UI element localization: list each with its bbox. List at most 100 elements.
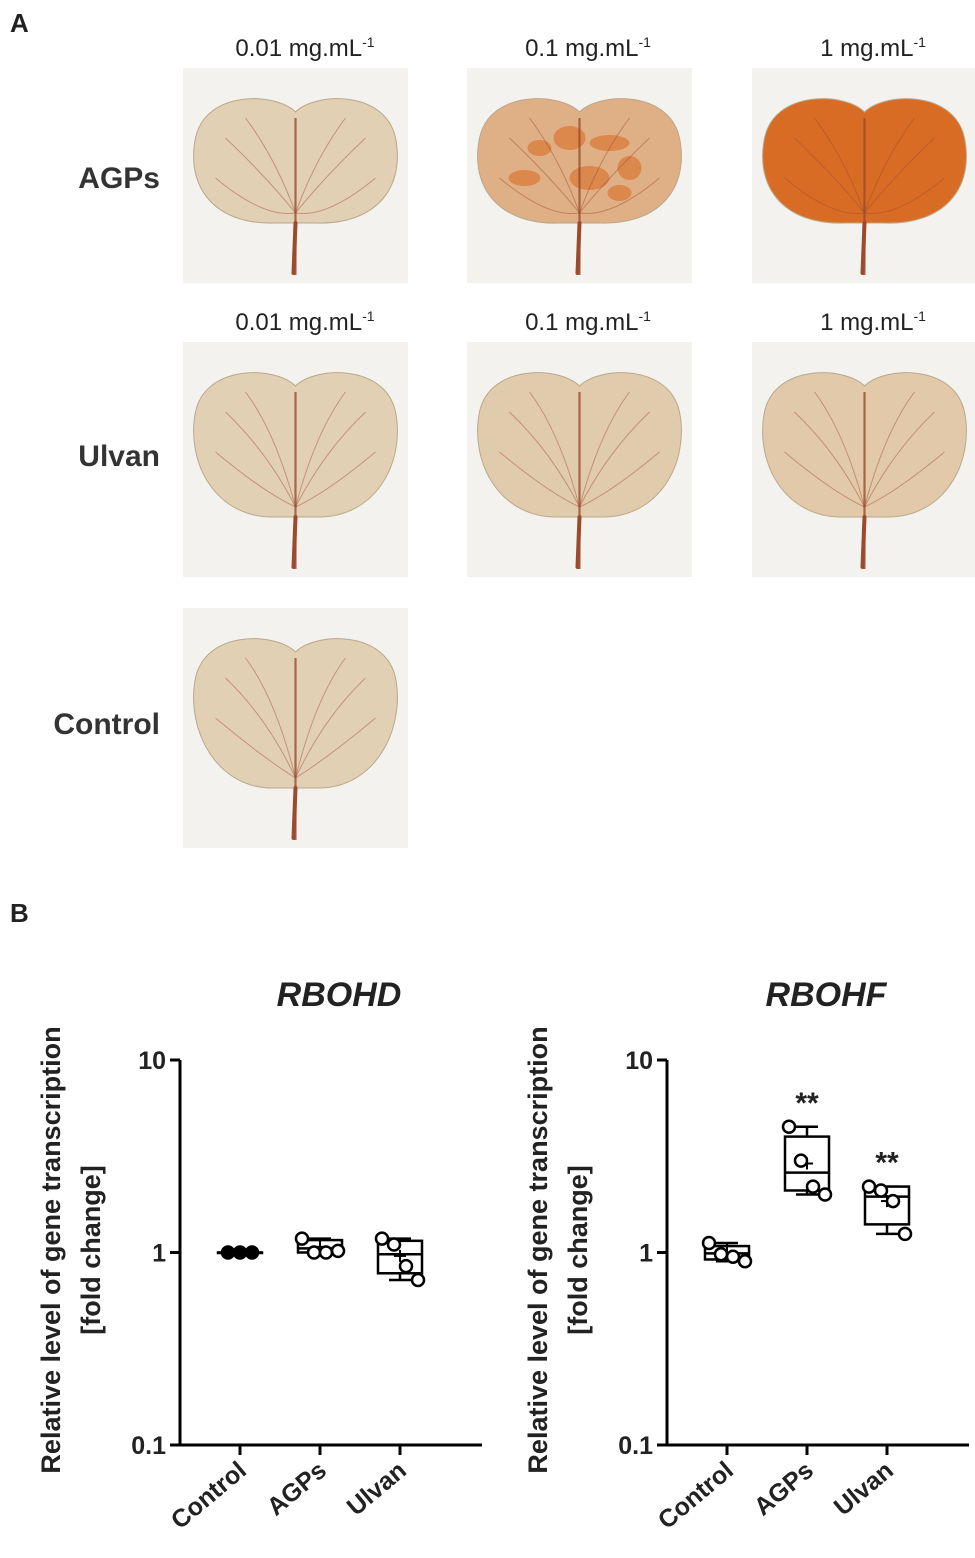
data-point [713,1246,729,1262]
data-point [701,1235,717,1251]
leaf-vein [794,411,865,508]
data-point [817,1187,833,1202]
leaf-petiole [291,786,298,840]
conc-header-ulvan-2: 0.1 mg.mL-1 [525,308,651,336]
data-point [897,1226,913,1242]
stain-spot [569,166,610,190]
leaf-vein [864,177,945,215]
leaf-vein [794,137,865,214]
data-point [885,1193,901,1209]
leaf-vein [225,411,296,508]
x-tick-label: AGPs [262,1456,332,1521]
stain-spot [527,140,552,156]
leaf-ulvan-0.01 [183,342,408,577]
stain-spot [607,185,632,201]
conc-header-agps-1: 0.01 mg.mL-1 [235,34,375,62]
leaf-vein [295,451,376,508]
leaf-vein [499,451,580,508]
leaf-vein [245,117,296,214]
leaf-vein [864,117,915,214]
leaf-vein [225,677,296,779]
chart-rbohf: RBOHF Relative level of gene transcriptio… [523,976,969,1535]
leaf-agps-0.1 [467,68,692,283]
leaf-vein [784,177,865,215]
y-axis-label: Relative level of gene transcription [36,1026,66,1473]
x-tick-label: Ulvan [342,1456,412,1521]
data-point [330,1243,346,1259]
leaf-vein [579,451,660,508]
y-tick-label: 0.1 [618,1432,653,1460]
stain-spot [617,156,642,180]
x-tick-label: Ulvan [829,1456,899,1521]
row-label-ulvan: Ulvan [78,440,160,473]
row-label-control: Control [53,708,160,741]
y-tick-label: 0.1 [131,1432,166,1460]
data-point [244,1245,260,1260]
leaf-vein [295,717,376,779]
leaf-vein [864,451,945,508]
leaf-vein [295,391,346,508]
data-point [398,1258,414,1274]
y-tick-label: 1 [152,1240,166,1268]
leaf-vein [529,391,580,508]
data-point [793,1153,809,1168]
leaf-vein [864,411,935,508]
stain-spot [589,135,630,151]
data-point [318,1245,334,1260]
data-point [805,1179,821,1194]
data-point [725,1249,741,1265]
chart-title: RBOHF [766,976,888,1014]
leaf-petiole [575,221,582,275]
leaf-vein [579,411,650,508]
conc-header-agps-3: 1 mg.mL-1 [820,34,926,62]
leaf-vein [245,657,296,779]
leaf-ulvan-1 [752,342,975,577]
x-tick-label: Control [166,1456,252,1535]
leaf-ulvan-0.1 [467,342,692,577]
leaf-vein [215,451,296,508]
leaf-vein [245,391,296,508]
leaf-vein [529,117,580,214]
leaf-vein [295,177,376,215]
leaf-vein [579,117,630,214]
leaf-vein [579,391,630,508]
leaf-vein [225,137,296,214]
significance-label: ** [875,1147,899,1180]
stain-spot [553,126,586,150]
data-point [410,1272,426,1288]
leaf-agps-1 [752,68,975,283]
leaf-vein [499,177,580,215]
leaf-vein [295,411,366,508]
data-point [306,1245,322,1260]
leaf-vein [295,677,366,779]
data-point [232,1245,248,1260]
y-tick-label: 10 [138,1047,166,1075]
leaf-petiole [291,515,298,569]
leaf-vein [215,717,296,779]
y-tick-label: 1 [639,1240,653,1268]
significance-label: ** [795,1087,819,1120]
y-axis-label: Relative level of gene transcription [523,1026,553,1473]
leaf-agps-0.01 [183,68,408,283]
data-point [386,1237,402,1252]
leaf-vein [295,117,346,214]
chart-title: RBOHD [277,976,402,1014]
y-axis-label: [fold change] [563,1165,593,1335]
leaf-vein [579,177,660,215]
leaf-vein [509,137,580,214]
conc-header-ulvan-1: 0.01 mg.mL-1 [235,308,375,336]
leaf-petiole [860,221,867,275]
x-tick-label: Control [653,1456,739,1535]
leaf-vein [814,117,865,214]
y-tick-label: 10 [625,1047,653,1075]
panel-b-label: B [10,898,29,928]
y-axis-label: [fold change] [76,1165,106,1335]
data-point [861,1179,877,1194]
panel-a-label: A [10,8,29,38]
data-point [873,1183,889,1198]
leaf-vein [784,451,865,508]
data-point [781,1119,797,1135]
data-point [737,1254,753,1269]
data-point [374,1231,390,1246]
data-point [294,1231,310,1246]
